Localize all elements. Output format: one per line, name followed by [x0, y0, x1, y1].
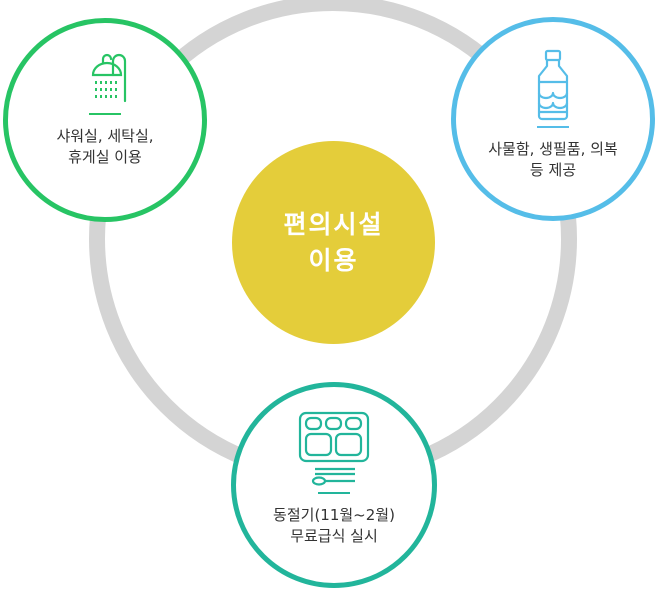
divider [537, 126, 569, 128]
shower-icon [91, 53, 127, 103]
node-meal: 동절기(11월~2월) 무료급식 실시 [231, 382, 437, 588]
meal-label: 동절기(11월~2월) 무료급식 실시 [273, 506, 395, 545]
divider [89, 113, 121, 115]
meal-tray-icon [298, 411, 370, 486]
shower-label: 샤워실, 세탁실, 휴게실 이용 [56, 127, 154, 166]
center-title: 편의시설 이용 [283, 209, 384, 275]
node-supplies: 사물함, 생필품, 의복 등 제공 [451, 17, 655, 221]
water-bottle-icon [537, 49, 569, 121]
node-shower: 샤워실, 세탁실, 휴게실 이용 [3, 18, 207, 222]
divider [318, 492, 350, 494]
center-circle: 편의시설 이용 [232, 141, 435, 344]
supplies-label: 사물함, 생필품, 의복 등 제공 [488, 140, 618, 179]
